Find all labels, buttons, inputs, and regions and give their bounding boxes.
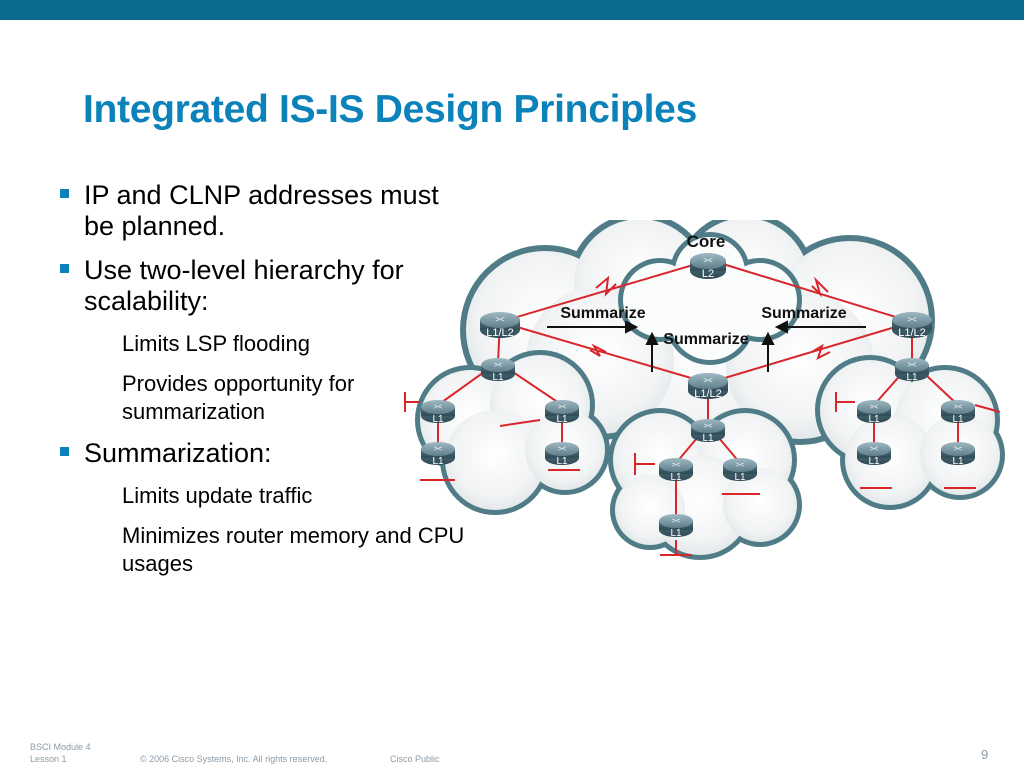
summarize-arrows — [547, 320, 866, 372]
footer-module-text: BSCI Module 4 — [30, 742, 91, 752]
bullet-text: Summarization: — [84, 438, 272, 468]
sub-bullet-text: Provides opportunity for summarization — [122, 371, 355, 424]
svg-text:><: >< — [704, 423, 712, 430]
bullet-list: IP and CLNP addresses must be planned. U… — [60, 180, 530, 590]
router-label: L1 — [432, 456, 444, 467]
router-icon: >< L1/L2 — [892, 312, 932, 339]
bullet-square-icon — [60, 189, 69, 198]
router-icon: >< L1 — [857, 442, 891, 467]
router-icon: >< L1 — [857, 400, 891, 425]
sub-bullet-text: Limits LSP flooding — [122, 331, 310, 356]
sub-bullet-item: Provides opportunity for summarization — [60, 370, 530, 426]
bullet-item: Use two-level hierarchy for scalability: — [60, 255, 530, 317]
bullet-square-icon — [60, 447, 69, 456]
svg-text:><: >< — [954, 446, 962, 453]
bullet-text: IP and CLNP addresses must be planned. — [84, 180, 439, 241]
router-icon: >< L1 — [659, 458, 693, 483]
svg-text:><: >< — [434, 446, 442, 453]
bullet-text: Use two-level hierarchy for scalability: — [84, 255, 404, 316]
router-label: L1 — [868, 414, 880, 425]
svg-text:><: >< — [703, 256, 713, 265]
router-icon: >< L1/L2 — [480, 312, 520, 339]
router-label: L1 — [670, 528, 682, 539]
svg-text:><: >< — [908, 362, 916, 369]
bullet-item: IP and CLNP addresses must be planned. — [60, 180, 530, 242]
router-icon: >< L1 — [659, 514, 693, 539]
top-bar — [0, 0, 1024, 20]
svg-text:><: >< — [434, 404, 442, 411]
router-label: L1/L2 — [898, 327, 926, 339]
svg-text:><: >< — [870, 446, 878, 453]
sub-bullet-item: Limits LSP flooding — [60, 330, 530, 358]
svg-text:><: >< — [558, 446, 566, 453]
sub-bullet-text: Minimizes router memory and CPU usages — [122, 523, 465, 576]
svg-text:><: >< — [907, 315, 917, 324]
svg-text:><: >< — [672, 462, 680, 469]
svg-text:><: >< — [870, 404, 878, 411]
router-label: L1/L2 — [694, 388, 722, 400]
page-number: 9 — [981, 747, 989, 762]
router-icon: >< L1 — [421, 442, 455, 467]
router-label: L1 — [702, 433, 714, 444]
router-label: L1 — [670, 472, 682, 483]
slide-title: Integrated IS-IS Design Principles — [83, 88, 697, 131]
router-icon: >< L1 — [941, 442, 975, 467]
router-label: L1 — [906, 372, 918, 383]
router-label: L1 — [734, 472, 746, 483]
router-label: L1 — [556, 456, 568, 467]
bullet-item: Summarization: — [60, 438, 530, 469]
router-label: L1 — [492, 372, 504, 383]
sub-bullet-item: Minimizes router memory and CPU usages — [60, 522, 530, 578]
router-label: L2 — [702, 268, 714, 280]
footer-classification: Cisco Public — [390, 754, 440, 764]
summarize-center-label: Summarize — [663, 331, 748, 348]
router-label: L1/L2 — [486, 327, 514, 339]
router-icon: >< L1 — [421, 400, 455, 425]
router-label: L1 — [556, 414, 568, 425]
sub-bullet-item: Limits update traffic — [60, 482, 530, 510]
svg-text:><: >< — [558, 404, 566, 411]
router-label: L1 — [952, 456, 964, 467]
svg-text:><: >< — [495, 315, 505, 324]
core-label: Core — [687, 232, 726, 251]
router-icon: >< L1 — [941, 400, 975, 425]
footer-lesson-text: Lesson 1 — [30, 754, 67, 764]
svg-text:><: >< — [954, 404, 962, 411]
footer-module: BSCI Module 4 Lesson 1 — [30, 741, 110, 765]
sub-bullet-text: Limits update traffic — [122, 483, 313, 508]
footer-copyright: © 2006 Cisco Systems, Inc. All rights re… — [140, 754, 328, 764]
router-icon: >< L1 — [895, 358, 929, 383]
summarize-right-label: Summarize — [761, 305, 846, 322]
router-icon: >< L1 — [545, 400, 579, 425]
svg-text:><: >< — [672, 518, 680, 525]
summarize-left-label: Summarize — [560, 305, 645, 322]
router-label: L1 — [952, 414, 964, 425]
router-icon: >< L1 — [481, 358, 515, 383]
bullet-square-icon — [60, 264, 69, 273]
svg-text:><: >< — [494, 362, 502, 369]
router-icon: >< L2 — [690, 253, 726, 280]
router-icon: >< L1 — [545, 442, 579, 467]
router-label: L1 — [868, 456, 880, 467]
svg-text:><: >< — [703, 376, 713, 385]
router-label: L1 — [432, 414, 444, 425]
router-icon: >< L1 — [691, 419, 725, 444]
svg-text:><: >< — [736, 462, 744, 469]
routers: >< L2 >< L1/L2 >< L1/L2 >< L1/L2 — [421, 253, 975, 539]
router-icon: >< L1 — [723, 458, 757, 483]
isis-hierarchy-diagram: Core Summarize Summarize Summarize >< L2… — [404, 220, 1005, 560]
router-icon: >< L1/L2 — [688, 373, 728, 400]
left-area-cloud — [415, 350, 610, 515]
